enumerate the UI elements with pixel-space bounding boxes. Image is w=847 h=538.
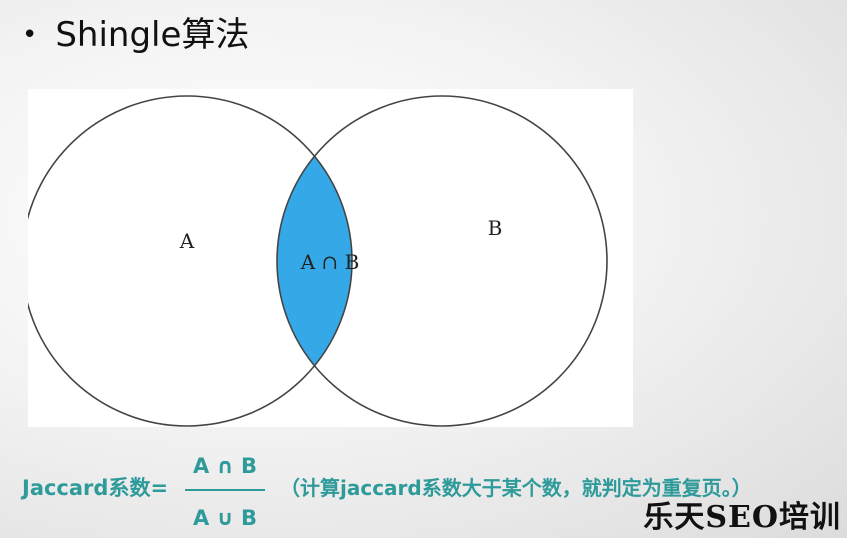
jaccard-fraction: A ∩ B A ∪ B (185, 447, 265, 532)
venn-diagram: A B A ∩ B (28, 95, 608, 427)
slide-title: Shingle算法 (55, 15, 250, 55)
venn-diagram-panel: A B A ∩ B (28, 89, 633, 427)
jaccard-formula: Jaccard系数= A ∩ B A ∪ B （计算jaccard系数大于某个数… (22, 447, 847, 532)
venn-circle-b (276, 95, 608, 427)
bullet-point: • (22, 20, 38, 50)
formula-note: （计算jaccard系数大于某个数，就判定为重复页。） (280, 476, 752, 500)
fraction-numerator: A ∩ B (193, 454, 257, 478)
title-row: • Shingle算法 (22, 10, 249, 60)
fraction-bar (185, 489, 265, 491)
fraction-denominator: A ∪ B (193, 506, 257, 530)
venn-label-b: B (488, 216, 503, 240)
venn-circle-a (28, 95, 353, 427)
venn-label-a: A (179, 229, 195, 253)
watermark-text: 乐天SEO培训 (643, 500, 841, 535)
jaccard-label: Jaccard系数= (22, 476, 169, 500)
venn-label-intersection: A ∩ B (300, 250, 360, 274)
